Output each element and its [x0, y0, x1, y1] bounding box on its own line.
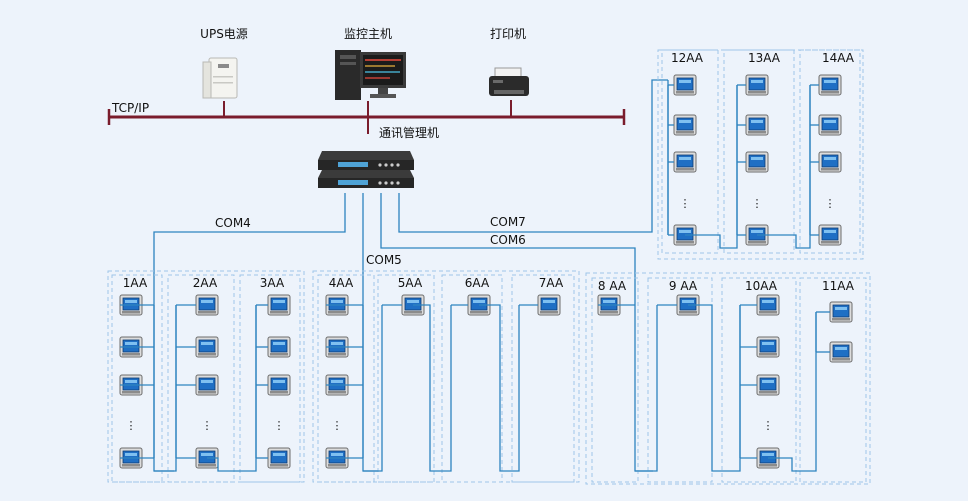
- cabinet-label: 9 AA: [669, 279, 698, 293]
- rs485-chain: [154, 305, 177, 472]
- cabinet-label: 12AA: [671, 51, 704, 65]
- more-devices-ellipsis: ⋮: [332, 419, 343, 432]
- power-meter-icon: [756, 336, 780, 358]
- power-meter-icon: [818, 224, 842, 246]
- power-meter-icon: [673, 74, 697, 96]
- rs485-chain: [635, 305, 658, 472]
- rs485-chain: [207, 305, 257, 472]
- cabinet-frame: [723, 49, 795, 254]
- more-devices-ellipsis: ⋮: [680, 197, 691, 210]
- rs485-chain: [363, 305, 383, 472]
- cabinet-frame: [317, 274, 375, 483]
- power-meter-icon: [829, 301, 853, 323]
- cabinet-label: 6AA: [465, 276, 490, 290]
- gateway-label: 通讯管理机: [379, 125, 439, 140]
- com7-label: COM7: [490, 215, 526, 229]
- com5-label: COM5: [366, 253, 402, 267]
- cabinet-label: 10AA: [745, 279, 778, 293]
- com4-label: COM4: [215, 216, 251, 230]
- cabinet-label: 1AA: [123, 276, 148, 290]
- cabinet-frame: [591, 277, 639, 483]
- communication-manager-icon: [318, 151, 414, 188]
- host-label: 监控主机: [344, 27, 392, 41]
- cabinets: 1AA ⋮ 2AA ⋮ 3AA ⋮ 4AA ⋮ 5AA 6AA 7AA 8 AA 9 AA 10AA ⋮ 11…: [111, 49, 867, 483]
- power-meter-icon: [267, 447, 291, 469]
- rs485-chain: [413, 304, 452, 472]
- rs485-chain: [688, 304, 741, 472]
- cabinet-frame: [511, 274, 575, 483]
- power-meter-icon: [267, 374, 291, 396]
- power-meter-icon: [267, 294, 291, 316]
- cabinet-frame: [721, 277, 797, 483]
- ups-label: UPS电源: [200, 27, 248, 41]
- power-meter-icon: [745, 151, 769, 173]
- cabinet-frame: [377, 274, 435, 483]
- cabinet-label: 8 AA: [598, 279, 627, 293]
- cabinet-label: 11AA: [822, 279, 855, 293]
- power-meter-icon: [673, 151, 697, 173]
- more-devices-ellipsis: ⋮: [274, 419, 285, 432]
- bus-label: TCP/IP: [111, 101, 149, 115]
- cabinet-frame: [661, 49, 719, 254]
- more-devices-ellipsis: ⋮: [202, 419, 213, 432]
- power-meter-icon: [195, 336, 219, 358]
- printer-label: 打印机: [490, 27, 526, 41]
- power-meter-icon: [537, 294, 561, 316]
- power-meter-icon: [818, 151, 842, 173]
- power-meter-icon: [829, 341, 853, 363]
- power-meter-icon: [756, 374, 780, 396]
- power-meter-icon: [745, 74, 769, 96]
- printer-icon: [489, 67, 529, 96]
- power-meter-icon: [673, 114, 697, 136]
- cabinet-frame: [167, 274, 235, 483]
- cabinet-frame: [647, 277, 713, 483]
- cabinet-frame: [799, 277, 867, 483]
- cabinet-label: 4AA: [329, 276, 354, 290]
- ups-icon: [202, 57, 238, 99]
- rs485-chain: [685, 85, 738, 249]
- rs485-chain: [757, 85, 811, 249]
- com5-wire: [362, 193, 378, 472]
- group-com7-frame: [657, 49, 864, 260]
- rs485-chain: [479, 304, 520, 472]
- cabinet-label: 14AA: [822, 51, 855, 65]
- power-meter-icon: [119, 447, 143, 469]
- cabinet-label: 2AA: [193, 276, 218, 290]
- more-devices-ellipsis: ⋮: [126, 419, 137, 432]
- com7-wire: [398, 79, 668, 233]
- cabinet-frame: [441, 274, 503, 483]
- tcpip-bus: [107, 100, 626, 134]
- cabinet-frame: [111, 274, 163, 483]
- cabinet-label: 5AA: [398, 276, 423, 290]
- cabinet-label: 7AA: [539, 276, 564, 290]
- power-meter-icon: [267, 336, 291, 358]
- power-meter-icon: [818, 74, 842, 96]
- com6-label: COM6: [490, 233, 526, 247]
- more-devices-ellipsis: ⋮: [763, 419, 774, 432]
- group-com6-frame: [585, 272, 871, 485]
- cabinet-frame: [239, 274, 301, 483]
- power-meter-icon: [195, 374, 219, 396]
- cabinet-frame: [799, 49, 861, 254]
- cabinet-label: 13AA: [748, 51, 781, 65]
- power-meter-icon: [756, 294, 780, 316]
- cabinet-label: 3AA: [260, 276, 285, 290]
- com4-wire: [153, 193, 346, 472]
- rs485-chain: [768, 312, 817, 472]
- host-computer-icon: [335, 50, 406, 100]
- power-meter-icon: [195, 294, 219, 316]
- power-meter-icon: [745, 114, 769, 136]
- power-meter-icon: [818, 114, 842, 136]
- more-devices-ellipsis: ⋮: [752, 197, 763, 210]
- more-devices-ellipsis: ⋮: [825, 197, 836, 210]
